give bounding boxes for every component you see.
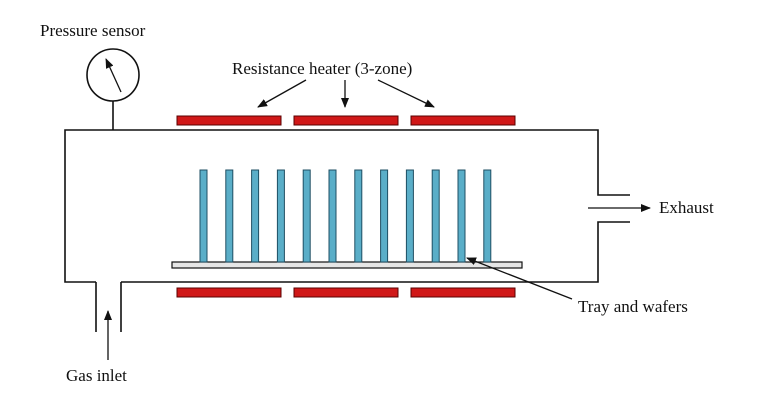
heater-zones-top [176,115,516,126]
gas-inlet-label: Gas inlet [66,366,127,385]
wafer-5 [302,169,311,263]
tray-pointer-arrow [466,257,573,300]
heater-top-zone-1 [176,115,282,126]
heater-bottom-zone-1 [176,287,282,298]
heater-top-zone-2 [293,115,399,126]
wafer-tray [171,261,523,269]
heater-bottom-zone-2 [293,287,399,298]
wafer-7 [354,169,363,263]
resistance-heater-label: Resistance heater (3-zone) [232,59,412,78]
gas-inlet-pipe [95,282,122,332]
pressure-sensor-gauge [86,48,140,130]
wafer-8 [380,169,389,263]
pressure-sensor-label: Pressure sensor [40,21,146,40]
wafer-6 [328,169,337,263]
wafer-3 [251,169,260,263]
wafers [199,169,492,263]
reactor-tube-outline [64,129,630,283]
wafer-10 [431,169,440,263]
wafer-1 [199,169,208,263]
wafer-9 [405,169,414,263]
heater-zones-bottom [176,287,516,298]
heater-top-zone-3 [410,115,516,126]
heater-bottom-zone-3 [410,287,516,298]
wafer-11 [457,169,466,263]
exhaust-label: Exhaust [659,198,714,217]
wafer-12 [483,169,492,263]
heater-pointer-arrows [257,79,435,108]
tray-and-wafers-label: Tray and wafers [578,297,688,316]
wafer-2 [225,169,234,263]
wafer-4 [276,169,285,263]
